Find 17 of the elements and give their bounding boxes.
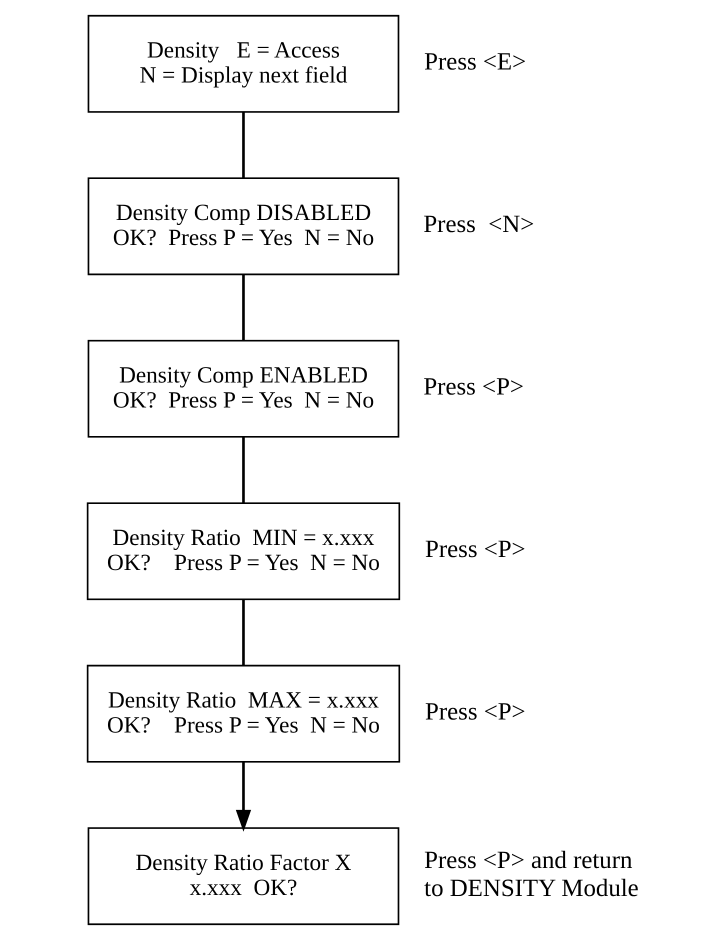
node-box: Density Ratio MAX = x.xxx OK? Press P = Yes N = No — [86, 664, 400, 762]
connector — [242, 436, 244, 502]
node-label: Press <N> — [422, 210, 534, 238]
node-label: Press <P> — [424, 698, 526, 726]
node-box: Density Ratio Factor X x.xxx OK? — [87, 826, 399, 925]
connector — [242, 274, 244, 340]
node-box: Density E = Access N = Display next field — [87, 14, 399, 112]
connector — [242, 598, 244, 665]
node-label: Press <E> — [424, 48, 526, 76]
node-box: Density Comp DISABLED OK? Press P = Yes N = No — [87, 176, 399, 275]
node-box: Density Comp ENABLED OK? Press P = Yes N = No — [87, 339, 399, 438]
node-label: Press <P> — [422, 373, 524, 400]
node-label: Press <P> and return to DENSITY Module — [424, 846, 638, 902]
node-label: Press <P> — [424, 536, 526, 563]
connector — [242, 111, 244, 178]
node-box: Density Ratio MIN = x.xxx OK? Press P = Yes N = No — [86, 502, 400, 600]
arrow — [235, 761, 251, 832]
